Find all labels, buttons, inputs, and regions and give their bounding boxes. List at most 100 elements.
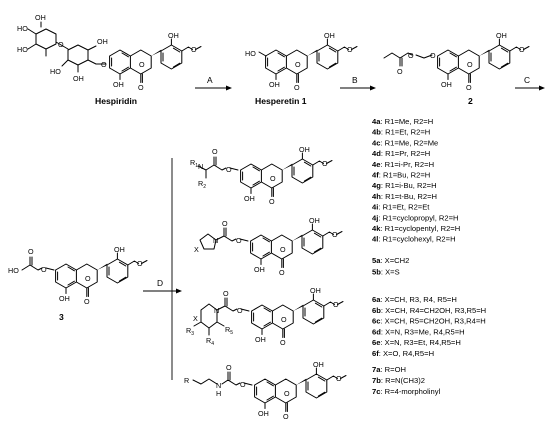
atom-o: O — [336, 374, 342, 383]
atom-h: H — [216, 389, 221, 398]
hesperidin-structure: HO OH HO O OH HO OH O OH O O OH O Hespir… — [17, 13, 202, 106]
atom-o: O — [85, 274, 91, 283]
atom-o: O — [279, 268, 285, 277]
atom-nh: N — [216, 381, 221, 390]
atom-oh: OH — [299, 145, 310, 154]
atom-o: O — [322, 159, 328, 168]
reaction-arrow-c: C — [515, 75, 545, 91]
acid-3-structure: HO O O OH O O OH O 3 — [8, 245, 148, 322]
compound-label-5a: 5a: X=CH2 — [372, 256, 409, 265]
atom-n: N — [213, 236, 218, 245]
atom-oh: OH — [313, 360, 324, 369]
atom-oh: OH — [244, 194, 255, 203]
compound-name-2: 2 — [468, 96, 473, 106]
atom-oh: OH — [73, 74, 84, 83]
atom-oh: OH — [168, 31, 179, 40]
atom-oh: OH — [59, 294, 70, 303]
atom-oh: OH — [258, 409, 269, 418]
atom-oh: OH — [269, 80, 280, 89]
atom-o: O — [294, 83, 300, 92]
atom-oh: HO — [17, 45, 28, 54]
compound-label-6c: 6c: X=CH, R5=CH2OH, R3,R4=H — [372, 317, 486, 326]
atom-r: R — [184, 376, 189, 385]
atom-o: O — [139, 60, 145, 69]
atom-oh: OH — [255, 335, 266, 344]
atom-oh: OH — [441, 80, 452, 89]
amide-5-structure: X N O O OH O O OH O — [194, 216, 343, 277]
atom-r1: R1 — [190, 158, 198, 169]
compound-label-7b: 7b: R=N(CH3)2 — [372, 376, 425, 385]
substituent-list-7: 7a: R=OH 7b: R=N(CH3)2 7c: R=4-morpholinyl — [372, 365, 440, 396]
compound-label-7c: 7c: R=4-morpholinyl — [372, 387, 440, 396]
reaction-arrow-a: A — [195, 75, 232, 91]
atom-r2: R2 — [198, 179, 206, 190]
compound-label-4h: 4h: R1=t-Bu, R2=H — [372, 192, 437, 201]
atom-o: O — [237, 306, 243, 315]
atom-r3: R3 — [186, 326, 194, 337]
atom-o: O — [270, 174, 276, 183]
atom-oh: OH — [113, 80, 124, 89]
compound-label-6f: 6f: X=O, R4,R5=H — [372, 349, 434, 358]
atom-n: N — [198, 162, 203, 171]
atom-o: O — [236, 236, 242, 245]
compound-label-6a: 6a: X=CH, R3, R4, R5=H — [372, 295, 457, 304]
atom-oh: OH — [114, 245, 125, 254]
atom-o: O — [212, 147, 218, 156]
compound-label-6d: 6d: X=N, R3=Me, R4,R5=H — [372, 327, 465, 336]
atom-ho: HO — [245, 49, 256, 58]
compound-name-hesperetin: Hesperetin 1 — [255, 96, 307, 106]
compound-label-5b: 5b: X=S — [372, 268, 400, 277]
atom-oh: OH — [309, 216, 320, 225]
substituent-list-4: 4a: R1=Me, R2=H4b: R1=Et, R2=H4c: R1=Me,… — [372, 117, 460, 244]
reaction-arrow-b: B — [340, 75, 376, 91]
atom-o: O — [283, 412, 289, 421]
step-label-c: C — [524, 75, 530, 85]
amide-7-structure: R N H O O OH O O OH O — [184, 360, 347, 421]
atom-o: O — [137, 259, 143, 268]
compound-name-3: 3 — [59, 312, 64, 322]
substituent-list-6: 6a: X=CH, R3, R4, R5=H 6b: X=CH, R4=CH2OH… — [372, 295, 486, 358]
atom-o: O — [226, 165, 232, 174]
atom-r4: R4 — [206, 336, 214, 347]
atom-o: O — [332, 230, 338, 239]
atom-o: O — [28, 247, 34, 256]
atom-o: O — [222, 219, 228, 228]
step-label-b: B — [352, 75, 358, 85]
compound-label-4a: 4a: R1=Me, R2=H — [372, 117, 433, 126]
compound-label-6b: 6b: X=CH, R4=CH2OH, R3,R5=H — [372, 306, 486, 315]
atom-o: O — [223, 289, 229, 298]
compound-label-4l: 4l: R1=cyclohexyl, R2=H — [372, 235, 456, 244]
atom-oh: OH — [496, 31, 507, 40]
atom-o: O — [226, 363, 232, 372]
compound-label-6e: 6e: X=N, R3=Et, R4,R5=H — [372, 338, 461, 347]
atom-o: O — [41, 265, 47, 274]
compound-label-7a: 7a: R=OH — [372, 365, 406, 374]
atom-o: O — [280, 245, 286, 254]
atom-o: O — [240, 380, 246, 389]
atom-o: O — [84, 297, 90, 306]
atom-o: O — [333, 300, 339, 309]
atom-x: X — [193, 314, 198, 323]
atom-r5: R5 — [225, 325, 233, 336]
atom-oh: HO — [50, 67, 61, 76]
atom-o: O — [408, 51, 414, 60]
atom-oh: OH — [97, 37, 108, 46]
atom-o: O — [397, 67, 403, 76]
compound-label-4g: 4g: R1=i-Bu, R2=H — [372, 181, 437, 190]
compound-label-4f: 4f: R1=Bu, R2=H — [372, 171, 430, 180]
amide-6-structure: X N R3 R4 R5 O O OH O O OH O — [186, 286, 344, 347]
compound-name-hesperidin: Hespiridin — [95, 96, 137, 106]
atom-n: N — [214, 306, 219, 315]
compound-label-4j: 4j: R1=cyclopropyl, R2=H — [372, 213, 459, 222]
atom-ho: HO — [8, 266, 19, 275]
compound-label-4k: 4k: R1=cyclopentyl, R2=H — [372, 224, 460, 233]
ester-2-structure: O O O OH O O OH O 2 — [383, 31, 530, 106]
compound-label-4d: 4d: R1=Pr, R2=H — [372, 149, 430, 158]
step-label-a: A — [207, 75, 213, 85]
amide-4-structure: R1 N R2 O O OH O O OH O — [190, 145, 333, 206]
compound-label-4i: 4i: R1=Et, R2=Et — [372, 203, 430, 212]
atom-o: O — [58, 40, 64, 49]
atom-oh: OH — [310, 286, 321, 295]
atom-o: O — [281, 315, 287, 324]
atom-o: O — [284, 389, 290, 398]
